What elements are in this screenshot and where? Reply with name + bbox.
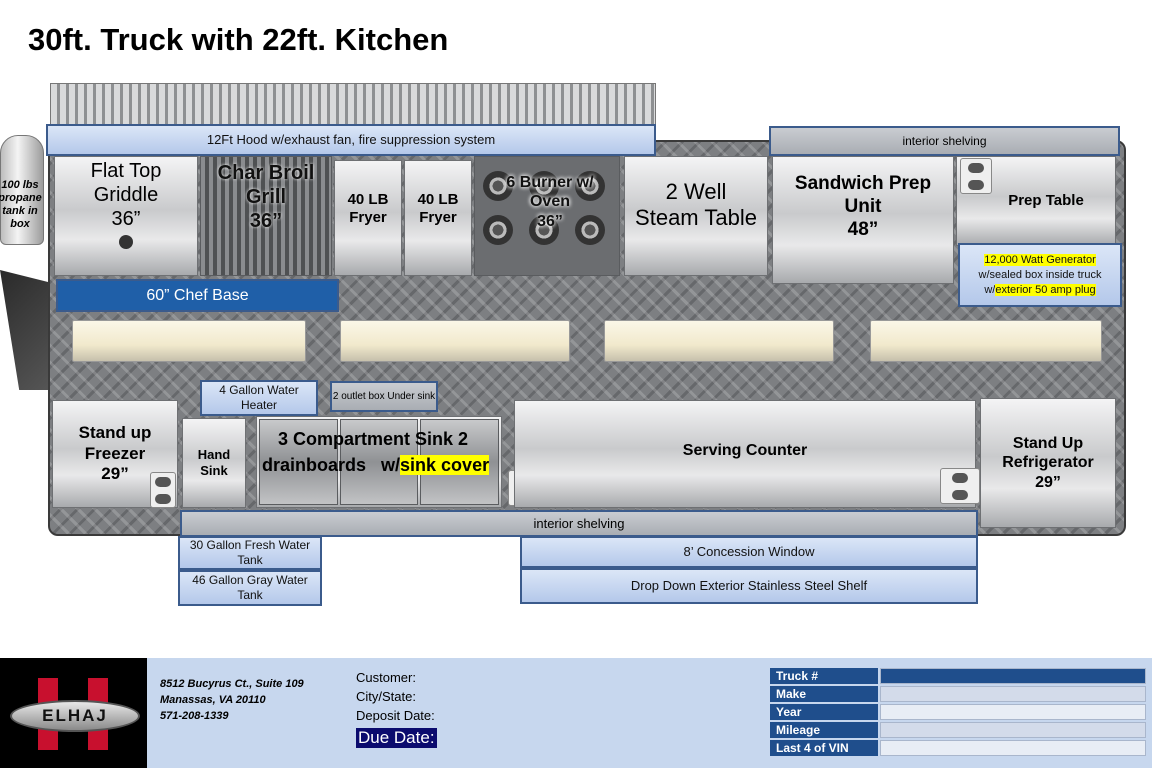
- generator-line-3b: exterior 50 amp plug: [995, 283, 1096, 296]
- burner-line-1: 6 Burner w/: [506, 174, 594, 192]
- outlet-box-label: 2 outlet box Under sink: [330, 381, 438, 412]
- sandwich-prep-line-2: Unit: [844, 195, 882, 217]
- hood-label: 12Ft Hood w/exhaust fan, fire suppressio…: [46, 124, 656, 156]
- compartment-sink-line-2b: sink cover: [400, 455, 490, 475]
- generator-label: 12,000 Watt Generator w/sealed box insid…: [958, 243, 1122, 307]
- steam-table: 2 Well Steam Table: [624, 156, 768, 276]
- hand-sink: Hand Sink: [182, 418, 246, 508]
- fryer-1-line-2: Fryer: [349, 209, 387, 226]
- mileage-label: Mileage: [770, 722, 878, 738]
- refrigerator-line-1: Stand Up: [1012, 435, 1084, 453]
- address-line-3: 571-208-1339: [160, 710, 229, 722]
- six-burner-oven: [474, 156, 620, 276]
- hood-vent-image: [50, 83, 656, 125]
- city-state-label: City/State:: [356, 689, 416, 704]
- sandwich-prep-line-1: Sandwich Prep: [794, 173, 932, 194]
- generator-line-2: w/sealed box inside truck: [978, 268, 1102, 281]
- drop-down-shelf-label: Drop Down Exterior Stainless Steel Shelf: [520, 568, 978, 604]
- grill-line-1: Char Broil: [217, 162, 315, 184]
- year-label: Year: [770, 704, 878, 720]
- refrigerator-line-3: 29”: [1035, 473, 1061, 491]
- truck-number-field[interactable]: [880, 668, 1146, 684]
- customer-label: Customer:: [356, 670, 416, 685]
- prep-table-label: Prep Table: [1008, 192, 1084, 209]
- burner-icon: [529, 171, 559, 201]
- page-title: 30ft. Truck with 22ft. Kitchen: [28, 22, 449, 57]
- fryer-1-line-1: 40 LB: [347, 191, 389, 208]
- generator-line-3a: w/: [984, 283, 996, 296]
- serving-counter: Serving Counter: [514, 400, 976, 508]
- burner-line-3: 36”: [537, 212, 563, 230]
- fresh-water-tank-label: 30 Gallon Fresh Water Tank: [178, 536, 322, 570]
- grill-line-2: Grill: [245, 186, 286, 208]
- freezer-line-2: Freezer: [84, 443, 146, 463]
- burner-icon: [483, 171, 513, 201]
- concession-window-label: 8’ Concession Window: [520, 536, 978, 568]
- customer-info: Customer: City/State: Deposit Date:: [356, 668, 435, 725]
- make-label: Make: [770, 686, 878, 702]
- due-date-label: Due Date:: [356, 728, 437, 748]
- ceiling-light: [604, 320, 834, 362]
- char-broil-grill: Char Broil Grill 36”: [200, 156, 332, 276]
- company-logo: ELHAJ: [0, 658, 147, 768]
- grill-line-3: 36”: [249, 210, 283, 232]
- burner-icon: [575, 215, 605, 245]
- steam-table-line-1: 2 Well: [665, 179, 727, 204]
- compartment-sink-line-1: 3 Compartment Sink 2: [278, 429, 469, 449]
- burner-label: 6 Burner w/ Oven 36”: [480, 162, 620, 242]
- water-heater-label: 4 Gallon Water Heater: [200, 380, 318, 416]
- burner-icon: [529, 215, 559, 245]
- chef-base-label: 60” Chef Base: [56, 279, 339, 312]
- truck-number-label: Truck #: [770, 668, 878, 684]
- sandwich-prep-unit: Sandwich Prep Unit 48”: [772, 156, 954, 284]
- mileage-field[interactable]: [880, 722, 1146, 738]
- ceiling-light: [72, 320, 306, 362]
- propane-tank-icon: [0, 135, 44, 245]
- stand-up-refrigerator: Stand Up Refrigerator 29”: [980, 398, 1116, 528]
- griddle-line-1: Flat Top: [90, 160, 162, 182]
- griddle-line-3: 36”: [111, 208, 141, 230]
- outlet-icon: [150, 472, 176, 508]
- griddle-line-2: Griddle: [93, 184, 159, 206]
- fryer-2-line-2: Fryer: [419, 209, 457, 226]
- fryer-1: 40 LB Fryer: [334, 160, 402, 276]
- refrigerator-line-2: Refrigerator: [1002, 454, 1094, 472]
- address-line-2: Manassas, VA 20110: [160, 694, 266, 706]
- logo-text: ELHAJ: [10, 700, 140, 732]
- gray-water-tank-label: 46 Gallon Gray Water Tank: [178, 570, 322, 606]
- deposit-date-label: Deposit Date:: [356, 708, 435, 723]
- company-address: 8512 Bucyrus Ct., Suite 109 Manassas, VA…: [160, 676, 304, 724]
- compartment-sink-label: 3 Compartment Sink 2 drainboards w/sink …: [262, 426, 502, 478]
- flat-top-griddle: Flat Top Griddle 36”: [54, 156, 198, 276]
- interior-shelving-top-label: interior shelving: [769, 126, 1120, 156]
- interior-shelving-bottom-label: interior shelving: [180, 510, 978, 537]
- steam-table-line-2: Steam Table: [635, 205, 757, 231]
- sink-basin: [259, 419, 338, 505]
- compartment-sink-line-2a: drainboards w/: [262, 455, 401, 475]
- burner-line-2: Oven: [529, 193, 570, 211]
- year-field[interactable]: [880, 704, 1146, 720]
- griddle-knob-icon: [119, 235, 133, 249]
- hand-sink-line-2: Sink: [200, 463, 228, 478]
- ceiling-light: [870, 320, 1102, 362]
- burner-icon: [483, 215, 513, 245]
- make-field[interactable]: [880, 686, 1146, 702]
- hand-sink-line-1: Hand: [197, 447, 231, 463]
- propane-tank-label: 100 lbs propane tank in box: [0, 178, 42, 231]
- fryer-2: 40 LB Fryer: [404, 160, 472, 276]
- freezer-line-3: 29”: [101, 464, 129, 484]
- sandwich-prep-line-3: 48”: [847, 218, 879, 240]
- vin-label: Last 4 of VIN: [770, 740, 878, 756]
- ceiling-light: [340, 320, 570, 362]
- vin-field[interactable]: [880, 740, 1146, 756]
- truck-cab-edge: [0, 270, 48, 390]
- outlet-icon: [960, 158, 992, 194]
- fryer-2-line-1: 40 LB: [417, 191, 459, 208]
- burner-icon: [575, 171, 605, 201]
- generator-line-1: 12,000 Watt Generator: [984, 253, 1096, 266]
- outlet-icon: [940, 468, 980, 504]
- address-line-1: 8512 Bucyrus Ct., Suite 109: [160, 678, 304, 690]
- freezer-line-1: Stand up: [78, 423, 152, 443]
- serving-counter-label: Serving Counter: [682, 442, 808, 459]
